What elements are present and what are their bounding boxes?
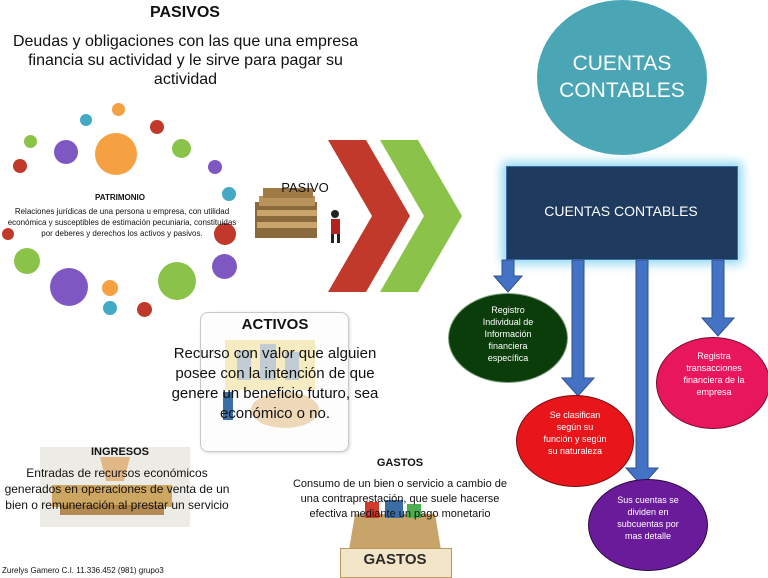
node-clasifican-text: Se clasifican según su función y según s… — [543, 410, 607, 456]
money-stack-icon — [255, 188, 340, 243]
arrow-down-2 — [560, 259, 596, 397]
ingresos-description: Entradas de recursos económicos generado… — [4, 466, 230, 512]
patrimonio-description: Relaciones jurídicas de una persona u em… — [7, 207, 237, 238]
node-registra-text: Registra transacciones financiera de la … — [683, 351, 745, 397]
decor-dot — [158, 262, 196, 300]
arrow-down-3 — [624, 259, 660, 487]
gastos-description: Consumo de un bien o servicio a cambio d… — [292, 478, 507, 520]
decor-dot — [208, 160, 222, 174]
pasivos-title: PASIVOS — [150, 4, 220, 21]
chevron-arrows — [328, 140, 462, 292]
decor-dot — [112, 103, 125, 116]
patrimonio-title: PATRIMONIO — [95, 193, 145, 202]
pasivos-description: Deudas y obligaciones con las que una em… — [12, 33, 359, 88]
down-arrows — [492, 259, 736, 487]
node-registro-text: Registro Individual de Información finan… — [482, 305, 534, 363]
decor-dot — [214, 223, 236, 245]
cuentas-contables-title: CUENTAS CONTABLES — [559, 52, 685, 102]
cuentas-contables-box-label: CUENTAS CONTABLES — [544, 203, 698, 219]
arrow-down-1 — [492, 259, 524, 293]
coin-hand-icon — [223, 340, 319, 428]
decor-dot — [14, 248, 40, 274]
decor-dot — [95, 133, 137, 175]
activos-title: ACTIVOS — [241, 316, 309, 333]
decor-dot — [102, 280, 118, 296]
decor-dot — [2, 228, 14, 240]
pasivo-label: PASIVO — [281, 180, 329, 195]
chevron-red — [328, 140, 410, 292]
decor-dot — [80, 114, 92, 126]
decor-dot — [13, 159, 27, 173]
chevron-green — [380, 140, 462, 292]
decor-dot — [24, 135, 37, 148]
decor-dot — [50, 268, 88, 306]
activos-description: Recurso con valor que alguien posee con … — [171, 345, 379, 422]
cuentas-contables-circle — [537, 0, 707, 155]
decor-dot — [137, 302, 152, 317]
node-clasifican: Se clasifican según su función y según s… — [516, 395, 634, 487]
ingresos-title: INGRESOS — [90, 446, 150, 458]
decor-dot — [54, 140, 78, 164]
decor-dot — [150, 120, 164, 134]
node-registro: Registro Individual de Información finan… — [448, 293, 568, 383]
node-subcuentas: Sus cuentas se dividen en subcuentas por… — [588, 479, 708, 571]
decor-dot — [103, 301, 117, 315]
ingresos-money-icon — [40, 447, 190, 527]
node-registra: Registra transacciones financiera de la … — [656, 337, 768, 429]
decor-dot — [222, 187, 236, 201]
businessman-icon — [331, 210, 340, 243]
gastos-title: GASTOS — [376, 457, 424, 469]
gastos-sign-text: GASTOS — [363, 551, 427, 568]
gastos-box-icon — [349, 500, 441, 550]
arrow-down-4 — [700, 259, 736, 337]
cuentas-contables-box — [506, 166, 738, 260]
decor-dot — [172, 139, 191, 158]
author-footer: Zurelys Gamero C.I. 11.336.452 (981) gru… — [2, 566, 164, 575]
decor-dot — [212, 254, 237, 279]
node-subcuentas-text: Sus cuentas se dividen en subcuentas por… — [617, 495, 679, 541]
